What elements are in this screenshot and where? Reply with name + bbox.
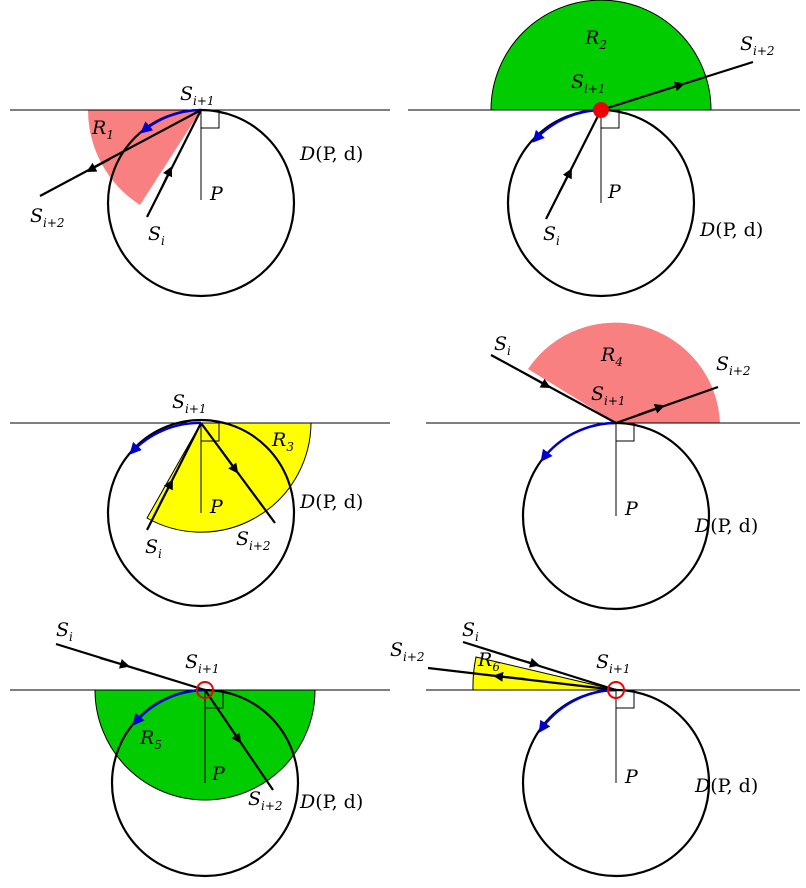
svg-text:Si+1: Si+1 bbox=[591, 383, 626, 408]
panel-4: Si+1 P Si Si+2 R4 D(P, d) bbox=[426, 322, 800, 611]
arrow-si bbox=[509, 656, 540, 668]
solid-red-point bbox=[593, 102, 609, 118]
svg-text:Si+2: Si+2 bbox=[30, 205, 65, 230]
svg-text:Si+1: Si+1 bbox=[180, 83, 215, 108]
segment-si-to-si1 bbox=[490, 354, 617, 424]
panel-2: Si+1 P Si Si+2 R2 D(P, d) bbox=[408, 0, 800, 298]
open-red-point bbox=[607, 681, 625, 699]
svg-text:Si+2: Si+2 bbox=[390, 639, 425, 664]
svg-text:P: P bbox=[624, 766, 639, 788]
svg-text:D(P, d): D(P, d) bbox=[699, 219, 763, 241]
segment-si-to-si1 bbox=[545, 109, 602, 220]
svg-text:Si+2: Si+2 bbox=[248, 788, 283, 813]
right-angle-mark bbox=[201, 423, 220, 442]
svg-text:Si+1: Si+1 bbox=[571, 71, 606, 96]
arrow-si bbox=[558, 168, 572, 194]
blue-arc bbox=[540, 421, 617, 462]
blue-arc bbox=[140, 108, 202, 134]
arrow-si bbox=[159, 166, 173, 192]
arrow-si2 bbox=[223, 717, 242, 744]
panel-3: Si+1 P Si Si+2 R3 D(P, d) bbox=[10, 391, 390, 608]
svg-text:Si+2: Si+2 bbox=[716, 353, 751, 378]
disk-circle bbox=[106, 418, 296, 608]
svg-text:Si: Si bbox=[145, 536, 162, 561]
svg-text:P: P bbox=[209, 496, 224, 518]
arrow-si bbox=[99, 657, 130, 669]
svg-text:R5: R5 bbox=[139, 727, 162, 752]
svg-text:Si+1: Si+1 bbox=[185, 651, 220, 676]
panel-6: Si+1 P Si Si+2 R6 D(P, d) bbox=[390, 619, 800, 878]
region-r4 bbox=[528, 322, 720, 423]
svg-text:P: P bbox=[211, 763, 226, 785]
svg-text:Si+1: Si+1 bbox=[596, 651, 631, 676]
svg-text:Si: Si bbox=[494, 333, 511, 358]
svg-text:D(P, d): D(P, d) bbox=[299, 143, 363, 165]
svg-text:R2: R2 bbox=[584, 27, 607, 52]
right-angle-mark bbox=[201, 110, 220, 129]
svg-text:Si: Si bbox=[148, 223, 165, 248]
segment-si-to-si1 bbox=[146, 109, 202, 218]
svg-text:D(P, d): D(P, d) bbox=[299, 791, 363, 813]
segment-si1-to-si2 bbox=[39, 109, 202, 197]
open-red-point bbox=[196, 681, 214, 699]
arrow-si2 bbox=[637, 404, 665, 416]
svg-text:Si+2: Si+2 bbox=[236, 528, 271, 553]
svg-text:Si: Si bbox=[462, 619, 479, 644]
svg-text:R4: R4 bbox=[600, 344, 623, 369]
arrow-si2 bbox=[220, 449, 239, 474]
svg-text:D(P, d): D(P, d) bbox=[694, 515, 758, 537]
svg-text:P: P bbox=[624, 498, 639, 520]
right-angle-mark bbox=[616, 690, 635, 709]
arrow-si bbox=[523, 372, 551, 388]
svg-text:R3: R3 bbox=[271, 429, 294, 454]
svg-text:Si+2: Si+2 bbox=[740, 33, 775, 58]
region-r2 bbox=[490, 0, 712, 111]
arrow-si bbox=[159, 479, 173, 505]
svg-text:D(P, d): D(P, d) bbox=[299, 491, 363, 513]
svg-text:R1: R1 bbox=[91, 117, 114, 142]
right-angle-mark bbox=[601, 110, 620, 129]
panel-1: Si+1 P Si+2 Si R1 D(P, d) bbox=[10, 83, 390, 298]
svg-text:P: P bbox=[607, 181, 622, 203]
blue-arc bbox=[532, 108, 602, 143]
svg-text:D(P, d): D(P, d) bbox=[694, 775, 758, 797]
blue-arc bbox=[538, 688, 617, 733]
svg-text:P: P bbox=[209, 183, 224, 205]
right-angle-mark bbox=[205, 690, 224, 709]
svg-text:R6: R6 bbox=[477, 649, 500, 674]
segment-si-to-si1 bbox=[146, 422, 202, 531]
svg-text:Si+1: Si+1 bbox=[172, 391, 207, 416]
blue-arc bbox=[129, 421, 202, 455]
arrow-si2 bbox=[86, 158, 111, 172]
right-angle-mark bbox=[616, 423, 635, 442]
region-r1 bbox=[88, 110, 201, 205]
arrow-si2 bbox=[493, 671, 526, 682]
panel-5: Si+1 P Si Si+2 R5 D(P, d) bbox=[10, 619, 390, 878]
segment-si1-to-si2 bbox=[615, 385, 719, 425]
svg-text:Si: Si bbox=[543, 223, 560, 248]
svg-text:Si: Si bbox=[56, 619, 73, 644]
segment-si-to-si1 bbox=[55, 642, 206, 692]
arrow-si2 bbox=[654, 81, 685, 94]
